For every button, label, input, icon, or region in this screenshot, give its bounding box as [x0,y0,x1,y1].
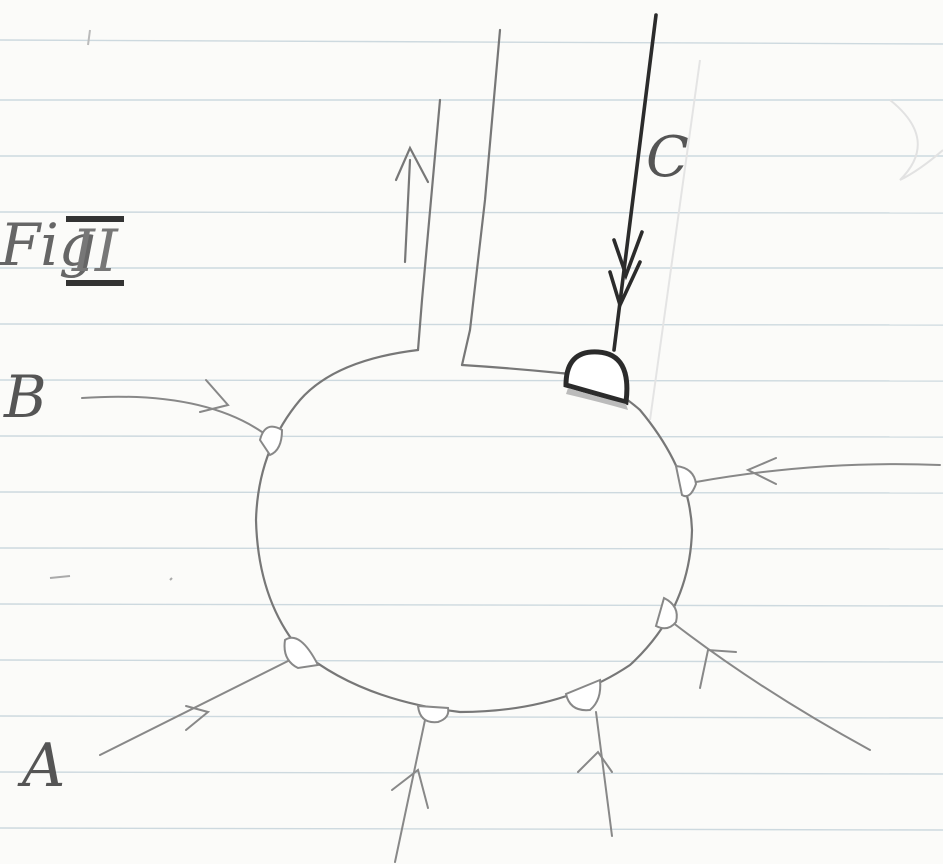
input-fiber-right-upper [676,458,940,496]
input-fiber-bottom-1 [392,706,448,862]
output-arrow [396,148,428,262]
rule-line [0,604,943,606]
axon-left-edge [418,100,440,350]
axon-right-edge [462,30,500,365]
rule-line [0,492,943,493]
input-fiber-a [100,638,318,755]
input-fiber-right-lower [656,598,870,750]
label-a: A [22,736,65,796]
rule-line [0,548,943,549]
rule-line [0,716,943,718]
rule-line [0,828,943,830]
rule-line [0,772,943,774]
stray-mark [50,576,70,578]
rule-line [0,380,943,381]
input-fiber-b [82,380,282,455]
erased-mark [890,100,943,180]
stray-mark [88,30,90,45]
rule-line [0,40,943,44]
rule-line [0,660,943,662]
label-b: B [4,368,47,426]
label-c: C [646,130,689,186]
erased-mark [650,60,700,420]
figure-caption-number: II [66,216,124,286]
stray-mark [170,578,172,580]
rule-line [0,436,943,437]
rule-line [0,212,943,213]
input-fiber-bottom-2 [566,680,612,836]
